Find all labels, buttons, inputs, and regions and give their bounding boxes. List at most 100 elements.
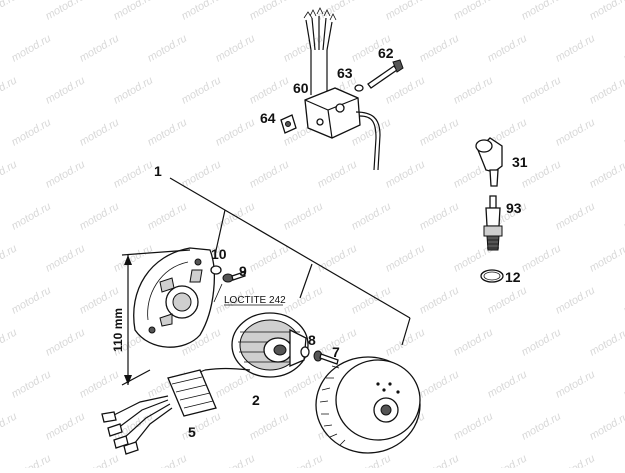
watermark-text: motod.ru [10, 452, 54, 468]
watermark-text: motod.ru [486, 452, 530, 468]
watermark-text: motod.ru [622, 32, 625, 64]
watermark-text: motod.ru [452, 74, 496, 106]
watermark-text: motod.ru [10, 368, 54, 400]
watermark-text: motod.ru [588, 74, 625, 106]
label-screw-9: 9 [239, 263, 247, 279]
watermark-text: motod.ru [78, 32, 122, 64]
watermark-text: motod.ru [214, 452, 258, 468]
flywheel-bore [381, 405, 391, 415]
watermark-text: motod.ru [418, 116, 462, 148]
watermark-text: motod.ru [554, 32, 598, 64]
watermark-text: motod.ru [10, 32, 54, 64]
watermark-text: motod.ru [316, 242, 360, 274]
watermark-text: motod.ru [44, 158, 88, 190]
watermark-text: motod.ru [554, 284, 598, 316]
watermark-text: motod.ru [146, 200, 190, 232]
stator-bore [274, 345, 286, 355]
watermark-text: motod.ru [44, 410, 88, 442]
flywheel [316, 357, 420, 453]
watermark-text: motod.ru [10, 116, 54, 148]
bracket-hole [286, 122, 291, 127]
watermark-text: motod.ru [554, 452, 598, 468]
watermark-text: motod.ru [520, 242, 564, 274]
washer-10 [211, 266, 221, 274]
watermark-text: motod.ru [0, 0, 19, 23]
cap-nozzle [490, 170, 498, 186]
coil-body [305, 88, 360, 138]
label-plug-93: 93 [506, 200, 522, 216]
watermark-text: motod.ru [0, 410, 19, 442]
watermark-text: motod.ru [588, 242, 625, 274]
label-bolt-62: 62 [378, 45, 394, 61]
coil-wires [306, 16, 332, 50]
watermark-text: motod.ru [622, 284, 625, 316]
watermark-text: motod.ru [418, 368, 462, 400]
watermark-text: motod.ru [520, 0, 564, 23]
bolt-62 [368, 60, 403, 88]
watermark-text: motod.ru [384, 242, 428, 274]
watermark-text: motod.ru [316, 158, 360, 190]
watermark-text: motod.ru [78, 200, 122, 232]
plate-bore [173, 293, 191, 311]
watermark-text: motod.ru [384, 74, 428, 106]
watermark-text: motod.ru [44, 242, 88, 274]
watermark-text: motod.ru [622, 368, 625, 400]
base-plate [134, 248, 215, 347]
plug-hex [484, 226, 502, 236]
flywheel-dot [382, 388, 385, 391]
label-washer-63: 63 [337, 65, 353, 81]
watermark-text: motod.ru [588, 158, 625, 190]
watermark-text: motod.ru [588, 0, 625, 23]
watermark-text: motod.ru [486, 368, 530, 400]
watermark-text: motod.ru [214, 32, 258, 64]
label-washer-8: 8 [308, 332, 316, 348]
label-washer-10: 10 [211, 246, 227, 262]
watermark-text: motod.ru [486, 32, 530, 64]
watermark-text: motod.ru [44, 74, 88, 106]
watermark-text: motod.ru [588, 410, 625, 442]
watermark-text: motod.ru [418, 32, 462, 64]
watermark-text: motod.ru [112, 74, 156, 106]
watermark-text: motod.ru [248, 158, 292, 190]
watermark-text: motod.ru [0, 242, 19, 274]
wire-bundle [311, 50, 327, 95]
watermark-text: motod.ru [452, 410, 496, 442]
watermark-text: motod.ru [112, 242, 156, 274]
loctite-note: LOCTITE 242 [224, 295, 286, 306]
stator-cable [205, 369, 250, 371]
watermark-text: motod.ru [554, 368, 598, 400]
coil-mount-hole [317, 119, 323, 125]
watermark-text: motod.ru [248, 0, 292, 23]
flywheel-dot [376, 382, 379, 385]
watermark-text: motod.ru [350, 200, 394, 232]
coil-mount-hole [336, 104, 344, 112]
watermark-text: motod.ru [146, 452, 190, 468]
watermark-text: motod.ru [248, 410, 292, 442]
dimension-text: 110 mm [111, 308, 125, 352]
watermark-text: motod.ru [248, 74, 292, 106]
watermark-text: motod.ru [180, 74, 224, 106]
watermark-text: motod.ru [248, 242, 292, 274]
label-stator: 2 [252, 392, 260, 408]
watermark-text: motod.ru [282, 200, 326, 232]
watermark-text: motod.ru [180, 0, 224, 23]
watermark-text: motod.ru [0, 326, 19, 358]
watermark-text: motod.ru [384, 326, 428, 358]
screw-head [223, 274, 233, 282]
watermark-text: motod.ru [44, 0, 88, 23]
label-o-ring-12: 12 [505, 269, 521, 285]
watermark-text: motod.ru [78, 452, 122, 468]
watermark-text: motod.ru [520, 74, 564, 106]
label-assembly: 1 [154, 163, 162, 179]
watermark-text: motod.ru [384, 158, 428, 190]
watermark-text: motod.ru [384, 0, 428, 23]
watermark-text: motod.ru [418, 452, 462, 468]
plate-hole [195, 259, 201, 265]
watermark-text: motod.ru [350, 452, 394, 468]
watermark-text: motod.ru [418, 200, 462, 232]
plate-hole [149, 327, 155, 333]
watermark-text: motod.ru [418, 284, 462, 316]
